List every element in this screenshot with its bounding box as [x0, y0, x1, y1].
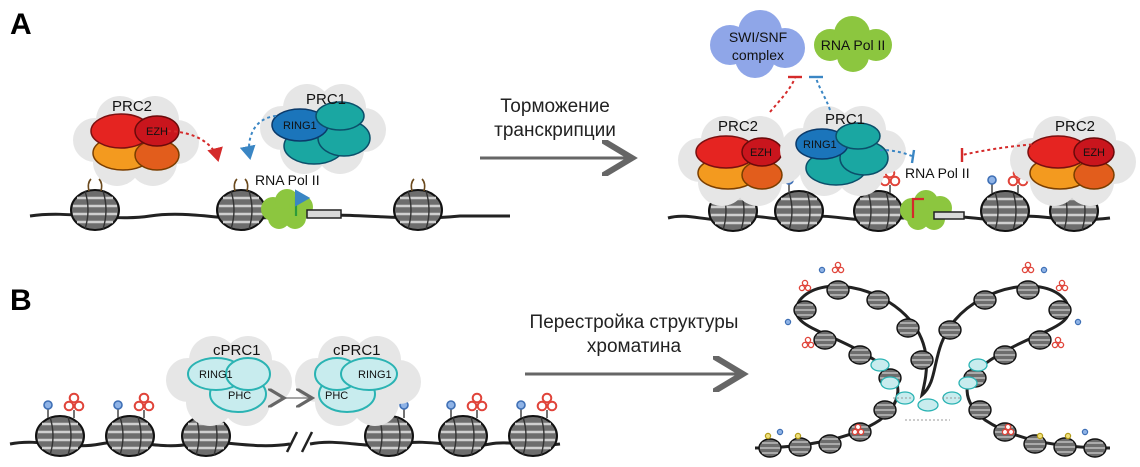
h2aub-mark — [133, 392, 155, 419]
arrow-a-text-line1: Торможение — [500, 96, 610, 117]
ezh-label-far-right: EZH — [1083, 147, 1105, 159]
panel-a-label: A — [10, 8, 32, 41]
chromatin-loops — [754, 261, 1111, 458]
phc-label: PHC — [228, 390, 251, 402]
cprc1-complex — [166, 336, 292, 426]
nucleosome — [773, 189, 825, 233]
h3k27me3-mark — [987, 175, 997, 194]
swi-snf-complex: SWI/SNF complex — [710, 10, 805, 78]
dna-break-mark — [285, 431, 314, 453]
cprc1-complex — [295, 336, 421, 426]
swi-snf-label-line1: SWI/SNF — [729, 29, 787, 45]
nucleosome — [437, 414, 489, 458]
gene-box — [933, 211, 965, 220]
arrow-b-text-line1: Перестройка структуры — [530, 312, 739, 333]
nucleosome — [852, 189, 904, 233]
prc1-complex — [260, 84, 386, 174]
rna-pol-ii-label-right: RNA Pol II — [905, 165, 970, 181]
prc2-complex — [1010, 116, 1136, 206]
prc2-complex — [678, 116, 804, 206]
prc2-label-right: PRC2 — [718, 118, 758, 135]
rna-pol-ii-complex — [900, 190, 952, 230]
nucleosome — [34, 414, 86, 458]
rna-pol-ii-complex — [261, 189, 313, 229]
prc2-label-far-right: PRC2 — [1055, 118, 1095, 135]
inhibition-arrows — [769, 75, 1039, 164]
prc2-label: PRC2 — [112, 98, 152, 115]
tss-arrow-red — [911, 197, 924, 218]
h3k27me3-mark — [446, 400, 456, 419]
swi-snf-label-line2: complex — [732, 47, 784, 63]
nucleosome — [104, 414, 156, 458]
prc2-complex — [73, 96, 199, 186]
nucleosome — [507, 414, 559, 458]
nucleosome — [979, 189, 1031, 233]
gene-box — [306, 209, 342, 219]
nucleosome — [69, 178, 121, 232]
prc1-label-right: PRC1 — [825, 111, 865, 128]
h3k27me3-mark — [113, 400, 123, 419]
h2aub-mark — [63, 392, 85, 419]
ring1-label-b-right: RING1 — [358, 369, 392, 381]
prc1-complex — [780, 106, 906, 196]
nucleosome — [392, 178, 444, 232]
ring1-label-right: RING1 — [803, 139, 837, 151]
ezh-label: EZH — [146, 126, 168, 138]
tss-arrow-green — [294, 189, 311, 216]
prc2-action-arrow — [167, 130, 223, 162]
rna-pol-ii-label: RNA Pol II — [255, 172, 320, 188]
h2aub-mark — [466, 392, 488, 419]
panel-b-label: B — [10, 284, 32, 317]
rna-pol-ii-cloud-label: RNA Pol II — [821, 37, 886, 53]
ezh-label-right: EZH — [750, 147, 772, 159]
arrow-a-text-line2: транскрипции — [494, 120, 616, 141]
h3k27me3-mark — [43, 400, 53, 419]
cprc1-label-right: cPRC1 — [333, 342, 381, 359]
rna-pol-ii-cloud: RNA Pol II — [814, 16, 892, 72]
h2aub-mark — [536, 392, 558, 419]
prc1-action-arrow — [239, 115, 277, 160]
ring1-label-b: RING1 — [199, 369, 233, 381]
cprc1-label: cPRC1 — [213, 342, 261, 359]
prc1-label: PRC1 — [306, 91, 346, 108]
phc-label-right: PHC — [325, 390, 348, 402]
arrow-b-text-line2: хроматина — [587, 336, 682, 357]
h3k27me3-mark — [516, 400, 526, 419]
ring1-label: RING1 — [283, 120, 317, 132]
